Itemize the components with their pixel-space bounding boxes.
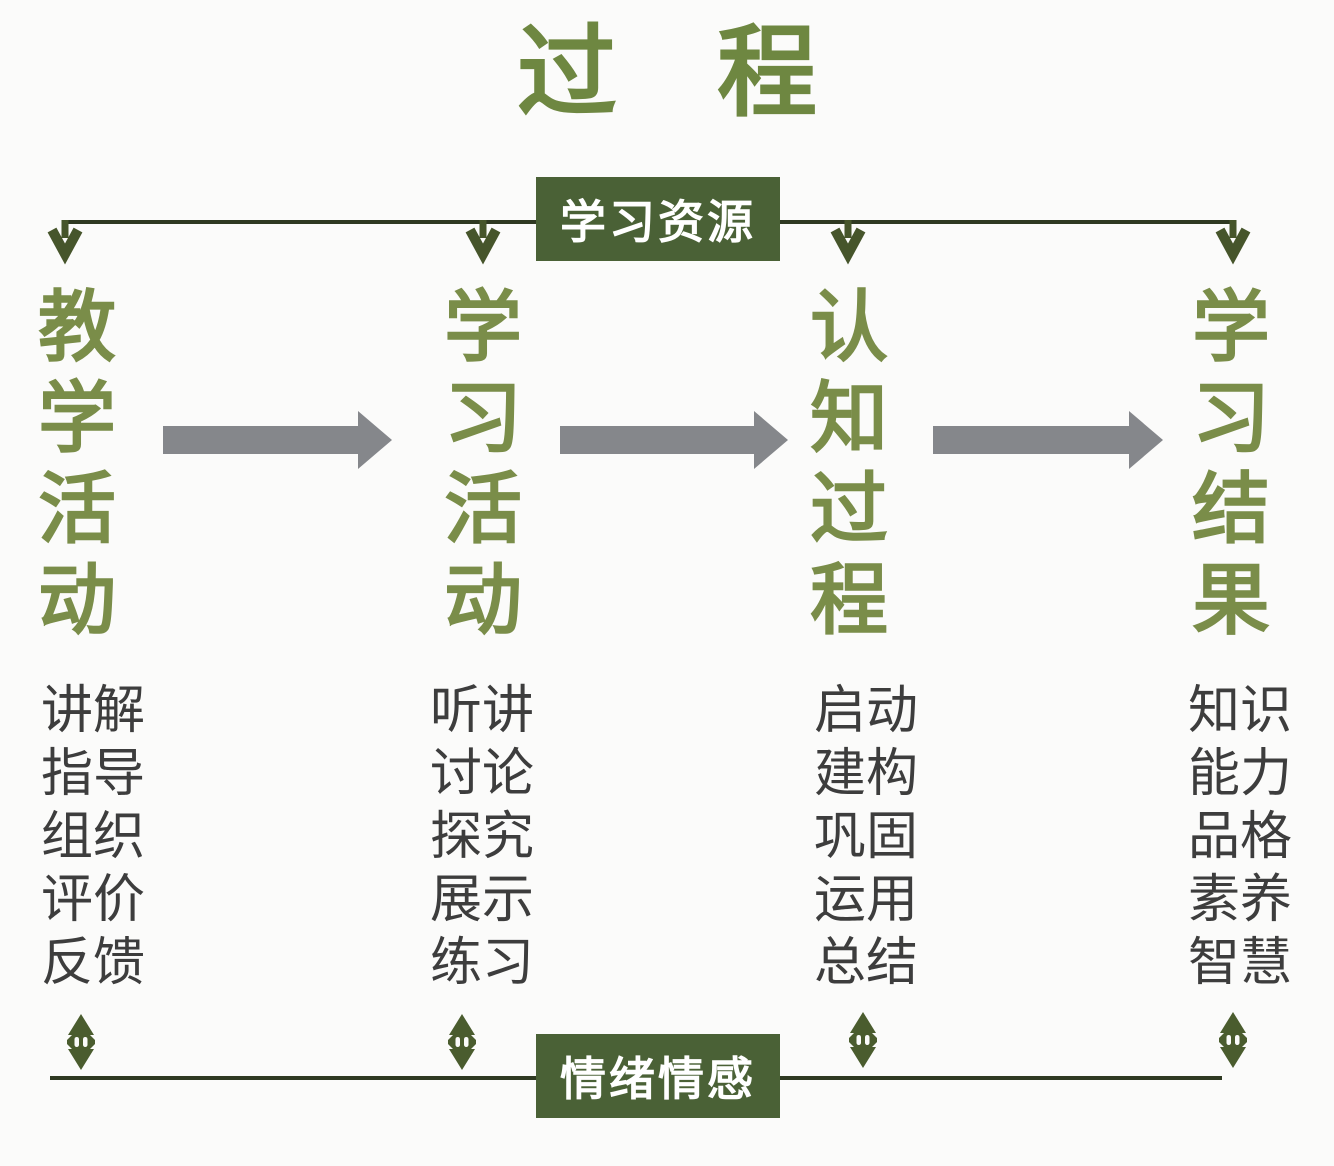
- column-title-teaching-activities: 教学活动: [37, 283, 116, 644]
- down-arrow-icon: [835, 220, 861, 254]
- double-arrow-icon: [448, 1014, 476, 1070]
- list-item: 智慧: [1187, 934, 1292, 992]
- flow-arrow-icon: [163, 411, 392, 469]
- list-item: 品格: [1187, 808, 1292, 866]
- emotion-box: 情绪情感: [536, 1034, 780, 1118]
- column-list-learning-activities: 听讲 讨论 探究 展示 练习: [407, 680, 557, 995]
- down-arrow-icon: [52, 220, 78, 254]
- column-list-learning-results: 知识 能力 品格 素养 智慧: [1165, 680, 1315, 995]
- column-title-learning-activities: 学习活动: [443, 283, 522, 644]
- list-item: 展示: [429, 871, 534, 929]
- list-item: 反馈: [40, 934, 145, 992]
- list-item: 启动: [813, 682, 918, 740]
- list-item: 探究: [429, 808, 534, 866]
- learning-resources-box: 学习资源: [536, 177, 780, 261]
- emotion-label: 情绪情感: [560, 1053, 756, 1105]
- page-title: 过 程: [517, 13, 817, 131]
- down-arrow-icon: [470, 220, 496, 254]
- list-item: 讨论: [429, 745, 534, 803]
- down-arrow-icon: [1220, 220, 1246, 254]
- list-item: 巩固: [813, 808, 918, 866]
- double-arrow-icon: [67, 1014, 95, 1070]
- double-arrow-icon: [849, 1012, 877, 1068]
- flow-arrow-icon: [933, 411, 1163, 469]
- list-item: 能力: [1187, 745, 1292, 803]
- list-item: 总结: [813, 934, 918, 992]
- column-title-learning-results: 学习结果: [1191, 283, 1270, 644]
- column-title-cognitive-process: 认知过程: [809, 283, 888, 644]
- learning-resources-label: 学习资源: [560, 196, 756, 248]
- list-item: 指导: [40, 745, 145, 803]
- list-item: 评价: [40, 871, 145, 929]
- double-arrow-icon: [1219, 1012, 1247, 1068]
- column-list-teaching-activities: 讲解 指导 组织 评价 反馈: [18, 680, 168, 995]
- list-item: 知识: [1187, 682, 1292, 740]
- list-item: 建构: [813, 745, 918, 803]
- column-list-cognitive-process: 启动 建构 巩固 运用 总结: [791, 680, 941, 995]
- list-item: 素养: [1187, 871, 1292, 929]
- list-item: 运用: [813, 871, 918, 929]
- list-item: 听讲: [429, 682, 534, 740]
- list-item: 讲解: [40, 682, 145, 740]
- list-item: 练习: [429, 934, 534, 992]
- flow-arrow-icon: [560, 411, 788, 469]
- list-item: 组织: [40, 808, 145, 866]
